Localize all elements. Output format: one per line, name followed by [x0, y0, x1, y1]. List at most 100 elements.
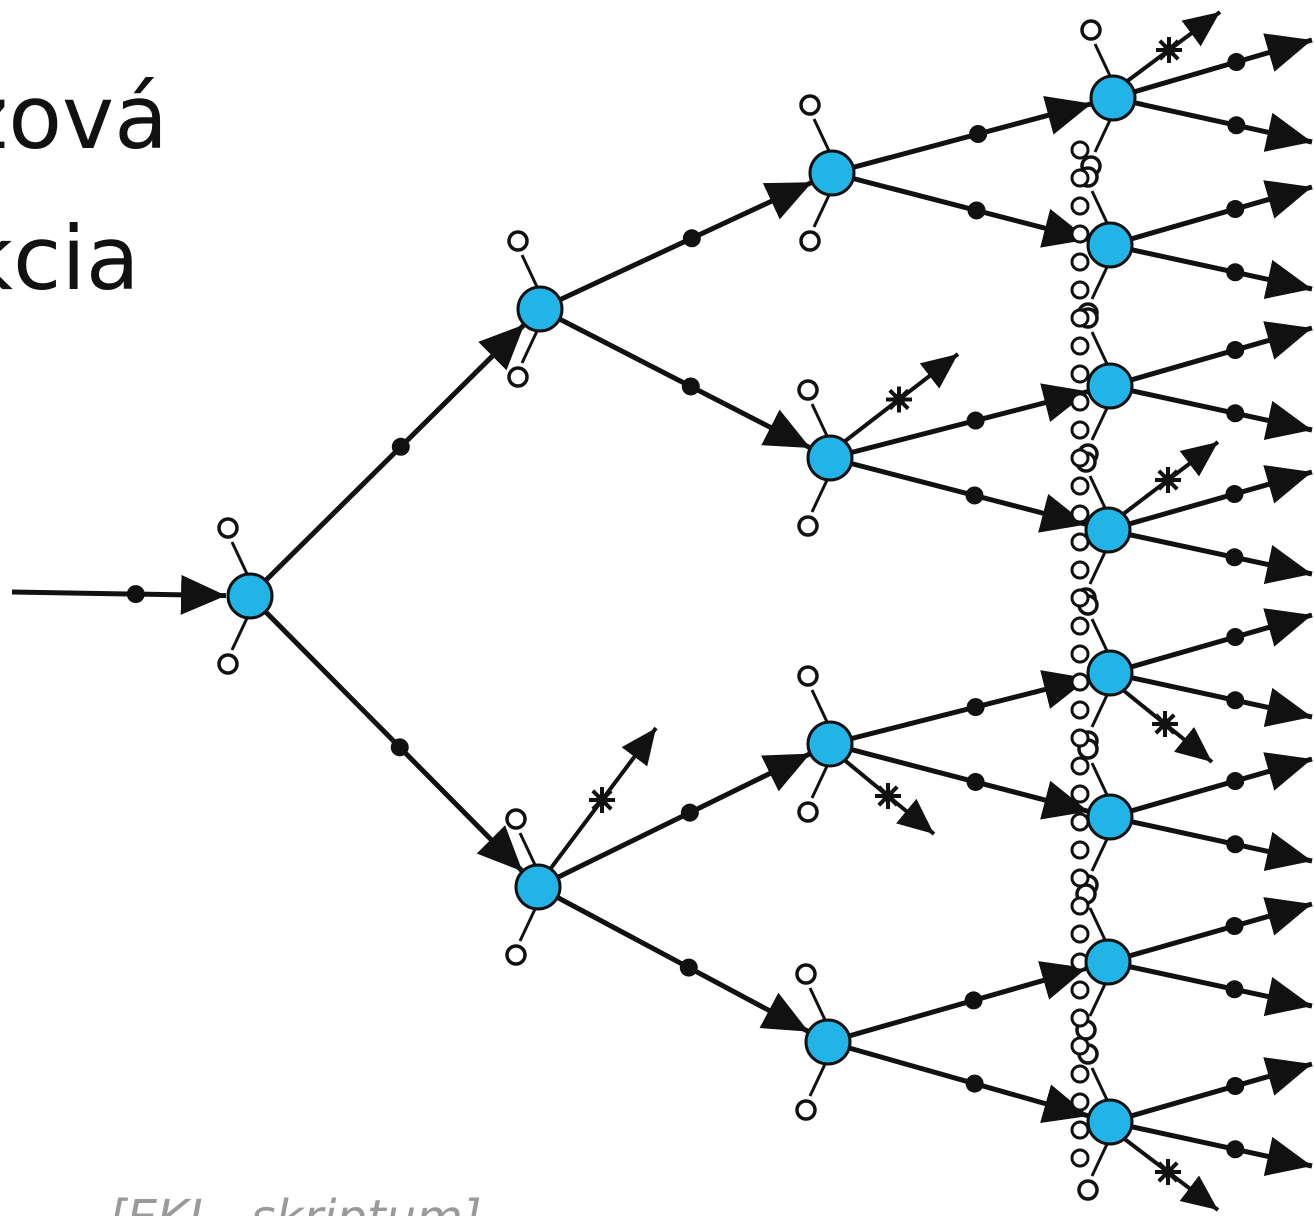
fission-product [1070, 448, 1090, 468]
product-link [1090, 1119, 1126, 1177]
product-link [812, 170, 848, 228]
neutron-path-b2-c3 [829, 383, 1090, 461]
product-link [810, 741, 846, 799]
fission-product [1070, 336, 1090, 356]
neutron-path-b4-c7 [827, 961, 1088, 1045]
neutron-dot [1226, 1140, 1245, 1159]
product-link [518, 884, 554, 942]
neutron-path-n0-a1 [248, 322, 527, 598]
outgoing-neutron-path [1109, 1119, 1313, 1176]
fission-product [1080, 19, 1102, 41]
fission-product [797, 515, 819, 537]
product-link [810, 455, 846, 513]
fission-product [1070, 1120, 1090, 1140]
nucleus-c4 [1084, 506, 1132, 554]
fission-product [1070, 1064, 1090, 1084]
outgoing-neutron-path [1109, 752, 1313, 820]
outgoing-neutron-path [1112, 95, 1313, 152]
fission-product [1070, 168, 1090, 188]
neutron-dot [969, 125, 988, 143]
star-icon [1156, 37, 1182, 63]
fission-product [1070, 644, 1090, 664]
product-link [810, 689, 846, 747]
nucleus-b1 [808, 149, 856, 197]
neutron-dot [682, 229, 701, 248]
outgoing-neutron-path [1109, 321, 1313, 389]
fission-product [1070, 224, 1090, 244]
fission-product [1070, 840, 1090, 860]
star-icon [886, 386, 912, 413]
nucleus-c5 [1086, 649, 1134, 697]
neutron-paths [11, 33, 1313, 1176]
product-link [1088, 959, 1124, 1017]
nucleus-c3 [1086, 362, 1134, 410]
neutron-dot [1226, 772, 1245, 791]
neutron-path-a2-b4 [536, 884, 810, 1034]
product-link [1090, 190, 1126, 248]
star-icon [1155, 1159, 1181, 1185]
neutron-dot [1225, 917, 1244, 936]
neutron-dot [1226, 1077, 1245, 1096]
neutron-dot [1225, 548, 1244, 567]
neutron-dot [1226, 835, 1245, 854]
fission-product [1070, 980, 1090, 1000]
outgoing-neutron-path [1109, 1057, 1313, 1125]
fission-product [1070, 420, 1090, 440]
fission-product [1070, 392, 1090, 412]
neutron-dot [1225, 485, 1244, 504]
fission-product [1070, 784, 1090, 804]
neutron-dot [1227, 116, 1246, 135]
outgoing-neutron-path [1109, 608, 1313, 676]
neutron-dot [1226, 263, 1245, 282]
outgoing-neutron-path [1109, 383, 1313, 440]
fission-product [1070, 616, 1090, 636]
fission-product [1070, 924, 1090, 944]
outgoing-neutron-path [1107, 465, 1313, 533]
product-link [1090, 618, 1126, 676]
neutron-dot [967, 201, 986, 220]
neutron-path-b1-c1 [831, 95, 1093, 176]
fission-product [1070, 1008, 1090, 1028]
neutron-dot [1225, 980, 1244, 999]
neutron-dot [390, 738, 409, 757]
fission-product [1070, 672, 1090, 692]
fission-product [1070, 476, 1090, 496]
neutron-path-a2-b3 [536, 751, 812, 890]
fission-product [1070, 280, 1090, 300]
product-link [1090, 762, 1126, 820]
nucleus-c1 [1089, 74, 1137, 122]
escaping-neutrons [546, 10, 1222, 1212]
neutron-dot [126, 585, 145, 604]
neutron-path-b4-c8 [827, 1039, 1090, 1123]
star-icon [589, 787, 615, 813]
neutron-dot [966, 411, 985, 430]
fission-product [507, 366, 529, 388]
outgoing-neutron-path [1109, 242, 1313, 299]
fission-product [1070, 252, 1090, 272]
star-icon [875, 783, 901, 809]
fission-product [1070, 896, 1090, 916]
neutron-dot [966, 698, 985, 717]
product-link [1090, 814, 1126, 872]
neutron-dot [1226, 628, 1245, 647]
fission-product [1070, 1036, 1090, 1056]
product-link [810, 403, 846, 461]
outgoing-neutron-path [1112, 33, 1313, 101]
neutron-path-b1-c2 [831, 170, 1090, 248]
nucleus-c2 [1086, 221, 1134, 269]
slide-title: zová kcia [0, 48, 168, 330]
neutron-dot [1227, 53, 1246, 72]
fission-product [505, 944, 527, 966]
fission-product [1077, 1179, 1099, 1201]
fission-product [217, 653, 239, 675]
product-link [518, 832, 554, 890]
outgoing-neutron-path [1107, 527, 1313, 585]
fission-product [797, 801, 819, 823]
neutron-dot [965, 1074, 984, 1093]
fission-product [1070, 812, 1090, 832]
neutron-dot [1226, 341, 1245, 360]
product-link [520, 306, 556, 364]
star-icon [1155, 467, 1181, 493]
fission-product [1070, 140, 1090, 160]
fission-product [1070, 700, 1090, 720]
